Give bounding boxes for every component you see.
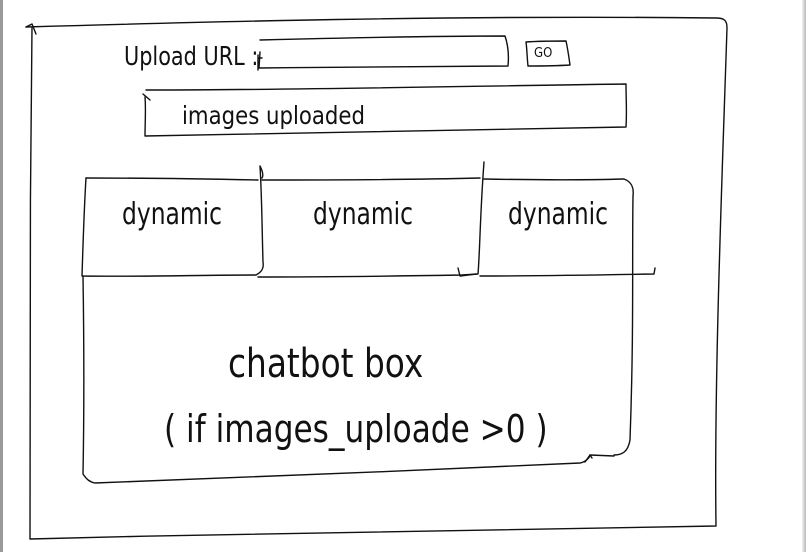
chatbot-container bbox=[82, 275, 615, 484]
dynamic-panel-2 bbox=[257, 161, 485, 278]
outer-frame-tick bbox=[25, 23, 37, 35]
go-button[interactable]: GO bbox=[534, 46, 553, 61]
chatbot-box-title: chatbot box bbox=[228, 341, 424, 387]
upload-url-input-shape bbox=[257, 35, 510, 71]
dynamic-panel-label-1: dynamic bbox=[122, 197, 223, 232]
dynamic-panel-1 bbox=[81, 165, 264, 277]
left-window-edge bbox=[0, 0, 3, 552]
go-button-shape bbox=[525, 40, 571, 67]
dynamic-panel-3 bbox=[483, 178, 634, 456]
images-uploaded-label: images uploaded bbox=[182, 101, 365, 130]
chatbot-condition-note: ( if images_uploade >0 ) bbox=[164, 407, 548, 451]
images-uploaded-box bbox=[142, 83, 628, 137]
dynamic-panel-label-2: dynamic bbox=[313, 197, 414, 232]
right-window-edge bbox=[802, 0, 806, 552]
outer-frame bbox=[25, 16, 728, 540]
dynamic-panel-label-3: dynamic bbox=[508, 197, 609, 232]
upload-url-label: Upload URL : bbox=[124, 42, 259, 72]
